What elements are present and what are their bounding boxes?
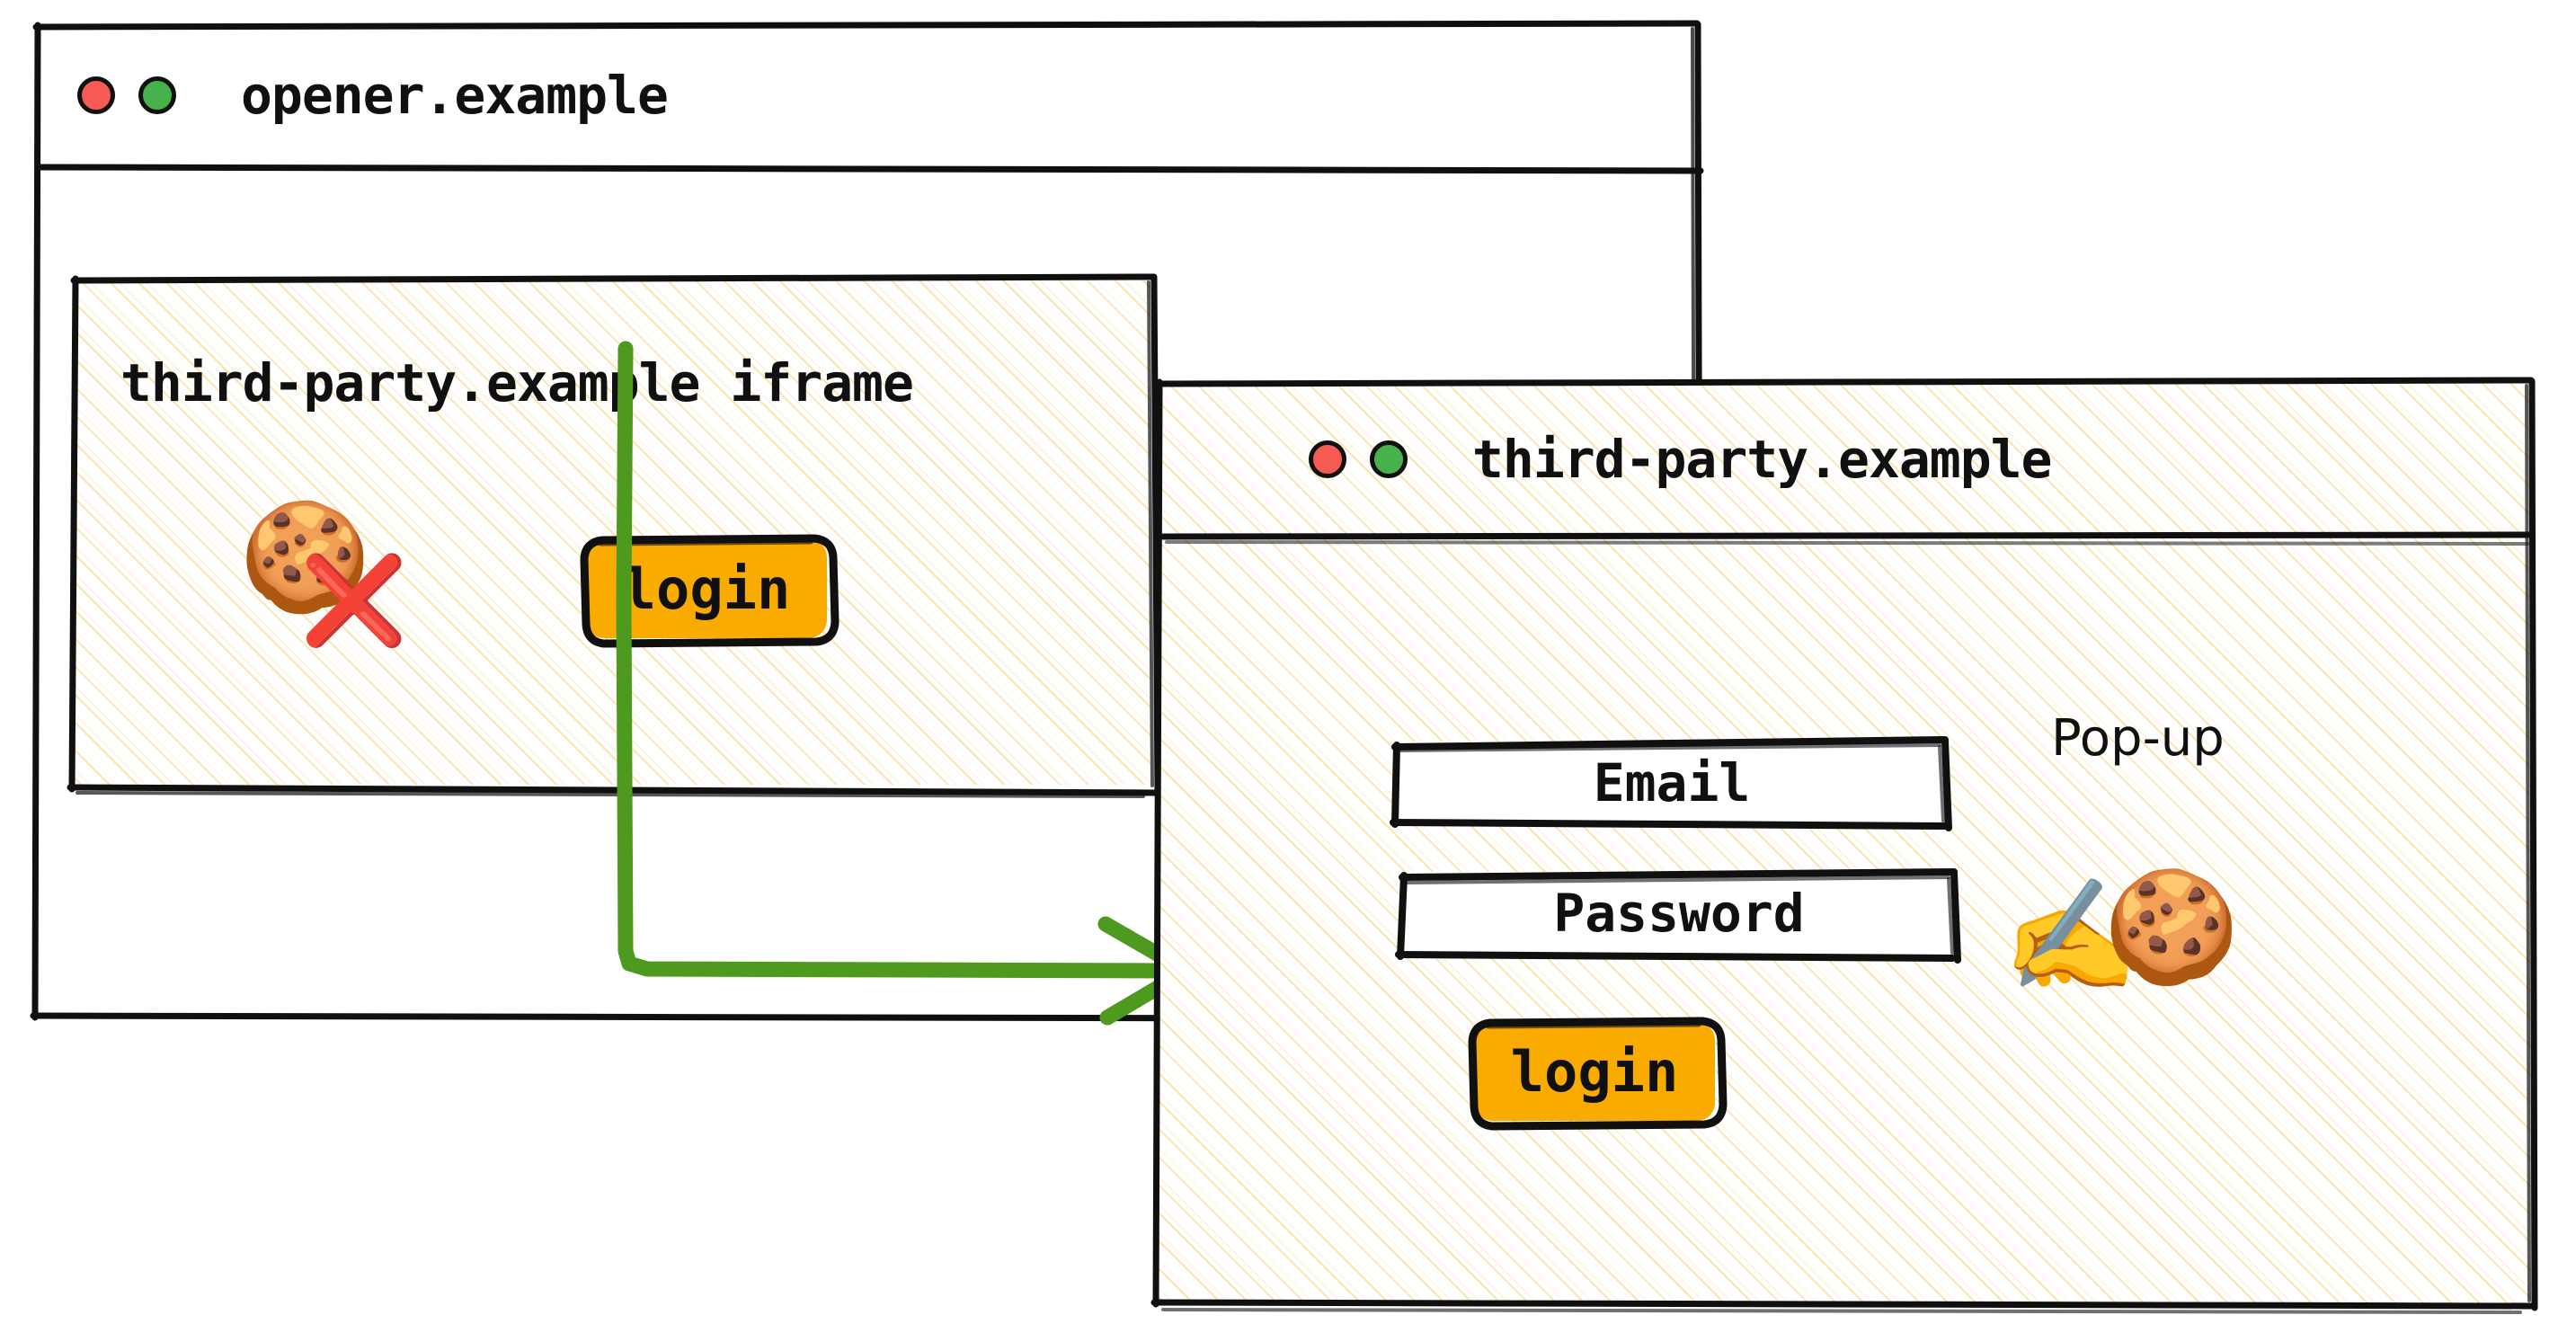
popup-login-button[interactable]: login	[1474, 1022, 1715, 1121]
cookie-icon: 🍪	[239, 494, 371, 618]
password-field[interactable]: Password	[1400, 872, 1958, 955]
cookie-blocked-icon: ❌	[300, 550, 408, 651]
maximize-icon[interactable]	[138, 76, 176, 114]
writing-hand-icon: ✍️	[2003, 872, 2139, 1000]
opener-titlebar: opener.example	[36, 25, 1701, 164]
popup-login-button-label: login	[1510, 1038, 1679, 1105]
opener-traffic-lights[interactable]	[77, 76, 176, 114]
third-party-iframe: third-party.example iframe 🍪 ❌ login	[67, 273, 1161, 798]
close-icon[interactable]	[77, 76, 115, 114]
opener-window-title: opener.example	[241, 64, 669, 126]
popup-window-title: third-party.example	[1472, 429, 2052, 490]
cookie-icon: 🍪	[2103, 863, 2240, 991]
popup-traffic-lights[interactable]	[1309, 440, 1408, 478]
close-icon[interactable]	[1309, 440, 1346, 478]
popup-window: third-party.example Pop-up Email Passwor…	[1150, 377, 2538, 1314]
email-field[interactable]: Email	[1393, 742, 1950, 824]
popup-tag: Pop-up	[2051, 709, 2225, 768]
iframe-login-button-label: login	[622, 555, 791, 622]
iframe-label: third-party.example iframe	[120, 352, 914, 413]
email-field-label: Email	[1593, 752, 1751, 813]
popup-titlebar: third-party.example	[1158, 382, 2533, 537]
password-field-label: Password	[1553, 883, 1805, 944]
iframe-login-button[interactable]: login	[586, 539, 827, 638]
maximize-icon[interactable]	[1370, 440, 1408, 478]
